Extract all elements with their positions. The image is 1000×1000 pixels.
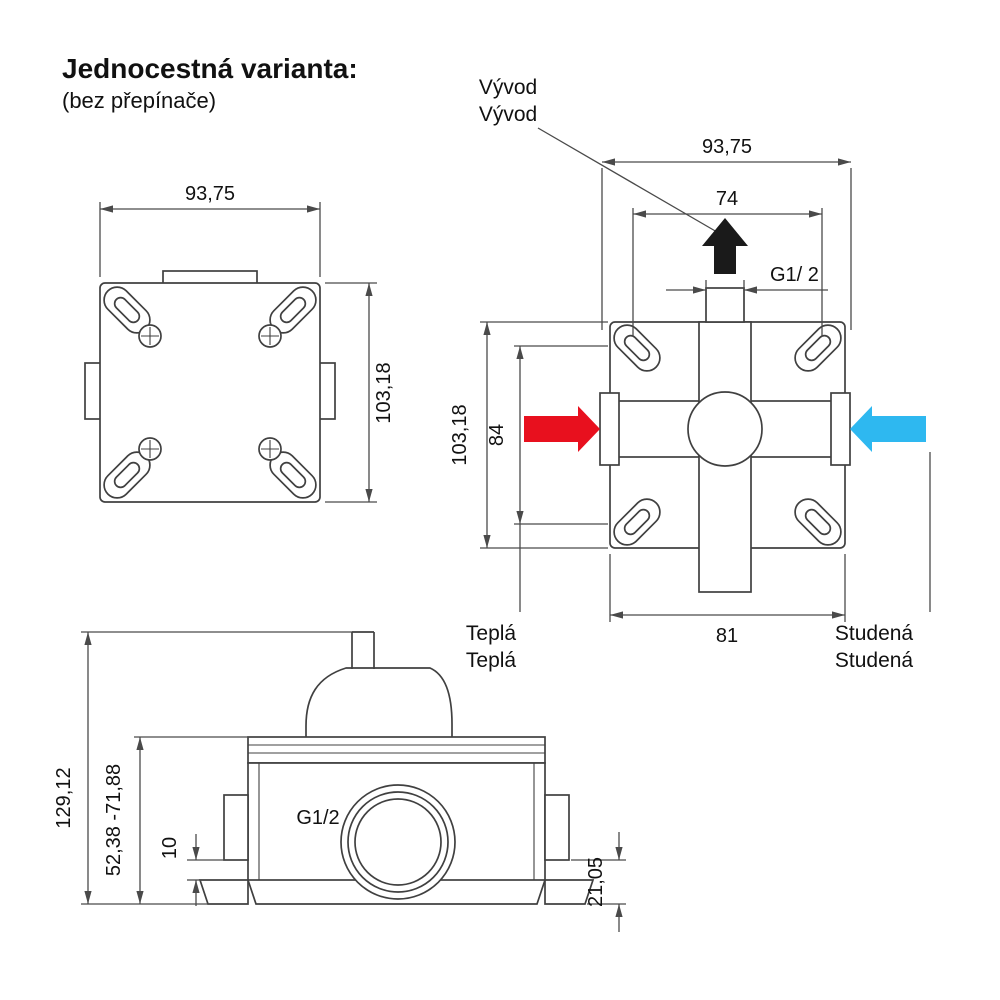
side-view: G1/2 129,12 52,38 -71,88 10 21,05 (53, 631, 626, 932)
outlet-label-line2: Vývod (479, 103, 537, 126)
outlet-arrow-shaft (714, 246, 736, 274)
dim-foot-height: 21,05 (571, 832, 626, 932)
section-overall-width-label: 93,75 (702, 136, 752, 158)
section-mount-height-label: 84 (486, 424, 508, 446)
hot-inlet-port (599, 392, 620, 466)
dim-section-mount-height: 84 (486, 345, 608, 612)
section-view: 93,75 74 G1/ 2 103,18 84 (449, 76, 931, 672)
outlet-arrow (702, 218, 748, 274)
hot-label-line1: Teplá (466, 622, 517, 645)
inlet-port-inner-ring (354, 798, 442, 886)
cold-label-line2: Studená (835, 649, 914, 672)
mounting-ear-right (544, 794, 570, 861)
dim-front-width: 93,75 (99, 183, 321, 277)
hot-label-line2: Teplá (466, 649, 517, 672)
dim-side-overall-height: 129,12 (53, 631, 352, 905)
screw (138, 324, 162, 348)
page-title: Jednocestná varianta: (62, 53, 358, 84)
inlet-port-outer-ring (340, 784, 456, 900)
screw (258, 437, 282, 461)
outlet-arrow-head (702, 218, 748, 246)
foot-left (198, 879, 249, 905)
section-overall-height-label: 103,18 (449, 404, 471, 465)
cold-inlet-port (830, 392, 851, 466)
cold-arrow-head (850, 406, 872, 452)
cold-label-line1: Studená (835, 622, 914, 645)
cold-flow-arrow (850, 406, 926, 452)
inlet-thread-label: G1/2 (296, 807, 339, 829)
outlet-neck (705, 287, 745, 323)
hot-arrow-shaft (524, 416, 578, 442)
section-body-width-label: 81 (716, 625, 738, 647)
dim-section-mount-width: 74 (632, 188, 823, 336)
dim-section-body-width: 81 (609, 554, 846, 647)
screw (258, 324, 282, 348)
dim-section-overall-height: 103,18 (449, 321, 608, 549)
install-depth-range-label: 52,38 -71,88 (103, 764, 125, 876)
outlet-thread-label: G1/ 2 (770, 264, 819, 286)
section-mount-width-label: 74 (716, 188, 738, 210)
dim-step: 10 (159, 834, 226, 906)
front-height-dim-label: 103,18 (373, 362, 395, 423)
dim-front-height: 103,18 (325, 282, 395, 503)
cold-arrow-shaft (872, 416, 926, 442)
flange-plate (247, 736, 546, 764)
control-dome (305, 667, 453, 737)
hot-flow-arrow (524, 406, 600, 452)
housing-bottom-taper (247, 879, 546, 905)
side-overall-height-label: 129,12 (53, 767, 75, 828)
screw (138, 437, 162, 461)
front-width-dim-label: 93,75 (185, 183, 235, 205)
dim-section-overall-width: 93,75 (601, 136, 852, 330)
hot-arrow-head (578, 406, 600, 452)
dim-outlet-thread: G1/ 2 (666, 264, 828, 300)
outlet-leader-line (537, 127, 718, 233)
foot-height-label: 21,05 (585, 857, 607, 907)
mounting-ear-left (223, 794, 249, 861)
foot-right (544, 879, 595, 905)
valve-ball (687, 391, 763, 467)
page-subtitle: (bez přepínače) (62, 88, 216, 113)
dim-install-depth-range: 52,38 -71,88 (103, 736, 250, 904)
outlet-label-line1: Vývod (479, 76, 537, 99)
inlet-port-middle-ring (347, 791, 449, 893)
front-view: 93,75 103,18 (84, 183, 395, 505)
step-dim-label: 10 (159, 837, 181, 859)
